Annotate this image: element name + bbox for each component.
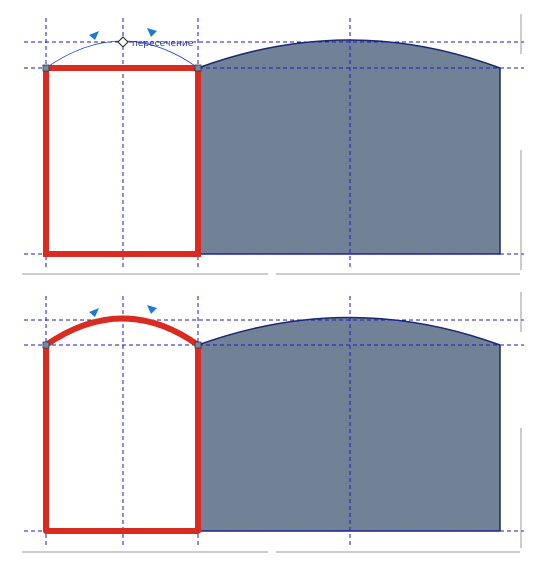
arc-direction-arrow-icon[interactable] [147, 305, 157, 314]
selected-arched-shape-highlight[interactable] [43, 315, 201, 534]
filled-arched-shape[interactable] [197, 39, 501, 255]
selected-rectangle-highlight[interactable] [43, 65, 201, 257]
vertex-marker-icon[interactable] [42, 341, 50, 349]
panel-bottom [22, 292, 524, 553]
vertex-marker-icon[interactable] [194, 341, 202, 349]
intersection-label: пересечение [132, 39, 194, 49]
arc-direction-arrow-icon[interactable] [147, 28, 157, 37]
filled-arched-shape[interactable] [197, 316, 501, 532]
panel-top: пересечение [22, 14, 524, 275]
arc-direction-arrow-icon[interactable] [89, 308, 99, 317]
horizontal-guides [24, 41, 524, 255]
horizontal-guides [24, 319, 524, 532]
arc-direction-arrow-icon[interactable] [89, 31, 99, 40]
vertex-marker-icon[interactable] [42, 64, 50, 72]
vertex-marker-icon[interactable] [194, 64, 202, 72]
diamond-marker-icon[interactable] [117, 36, 129, 48]
